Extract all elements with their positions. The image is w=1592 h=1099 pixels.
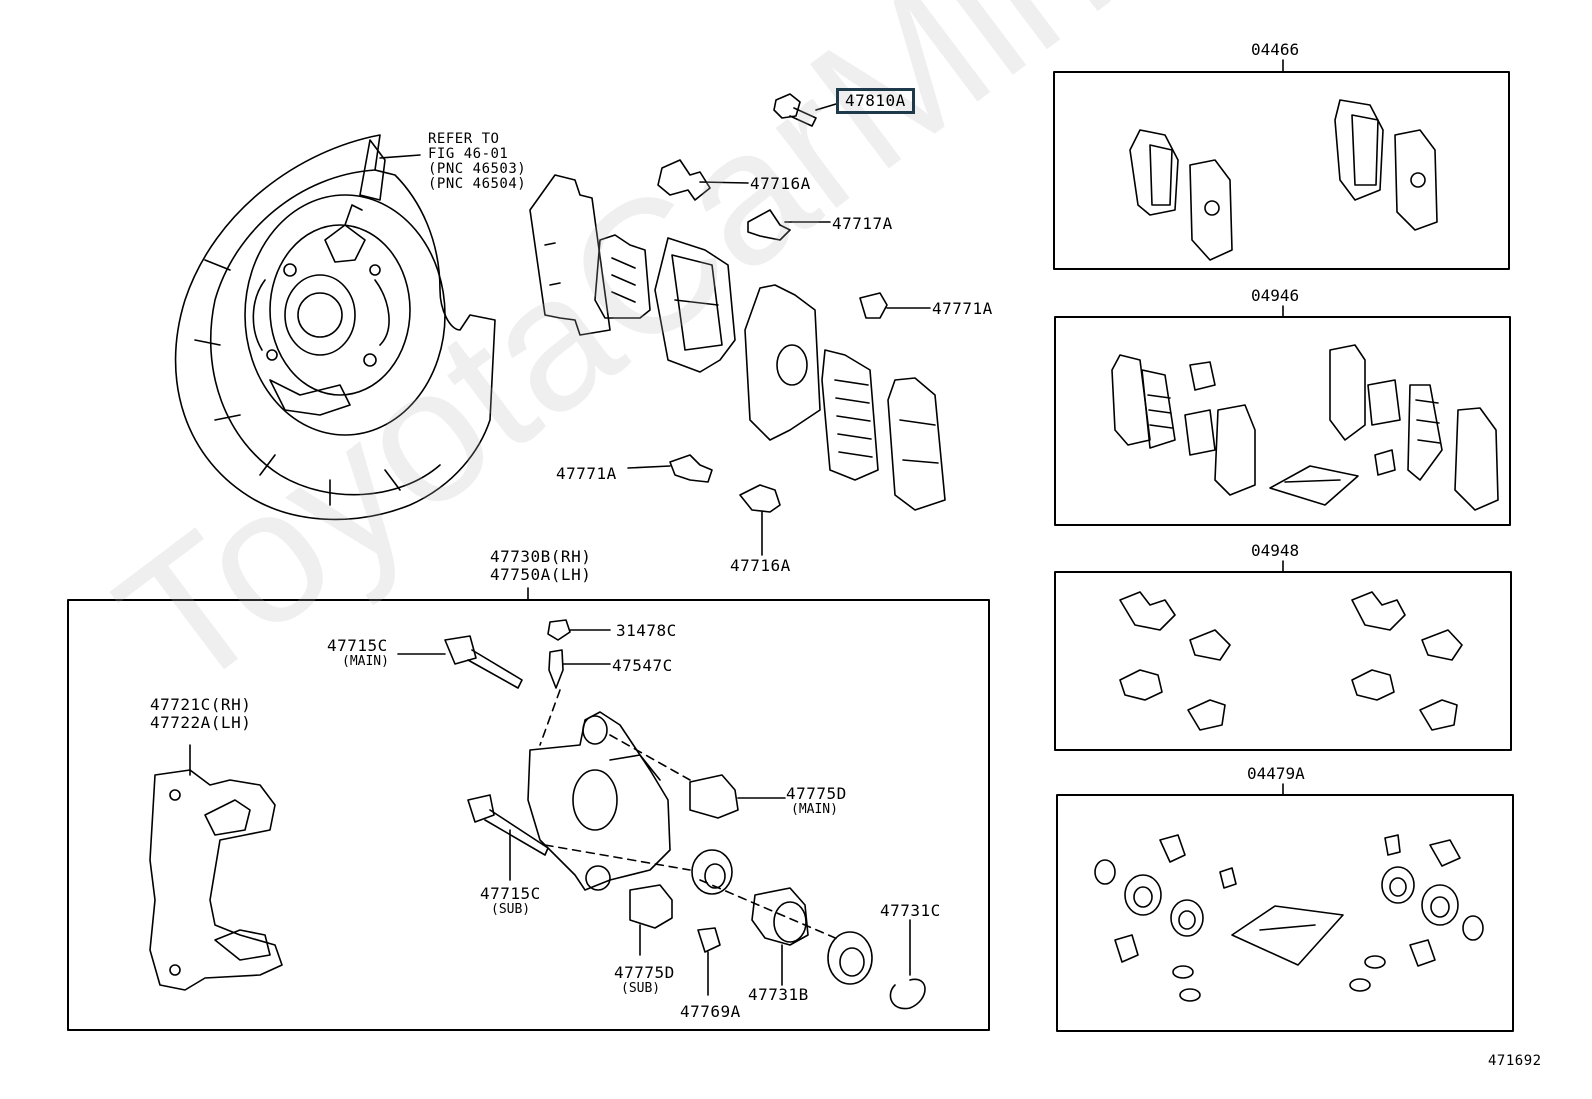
kit-04946-title[interactable]: 04946 <box>1251 286 1300 305</box>
part-47730B-label[interactable]: 47730B(RH) <box>490 547 592 566</box>
part-47717A-label[interactable]: 47717A <box>832 214 893 233</box>
refer-line-4: (PNC 46504) <box>428 176 527 192</box>
kit-04948-title[interactable]: 04948 <box>1251 541 1300 560</box>
part-47771A-right-label[interactable]: 47771A <box>932 299 993 318</box>
kit-04948-drawing <box>1119 591 1463 731</box>
part-47721C-label[interactable]: 47721C(RH) <box>150 695 252 714</box>
brake-pads-drawing <box>529 174 946 511</box>
part-47775D-sub-sub: (SUB) <box>621 981 661 996</box>
part-47731C-label[interactable]: 47731C <box>880 901 941 920</box>
bolt-47810A-drawing <box>773 93 837 127</box>
kit-04479A-title[interactable]: 04479A <box>1247 764 1305 783</box>
figure-number: 471692 <box>1488 1053 1542 1069</box>
refer-line-3: (PNC 46503) <box>428 161 527 177</box>
part-47715C-sub-label[interactable]: 47715C <box>480 884 541 903</box>
part-47750A-label[interactable]: 47750A(LH) <box>490 565 592 584</box>
part-47716A-bottom-label[interactable]: 47716A <box>730 556 791 575</box>
part-47722A-label[interactable]: 47722A(LH) <box>150 713 252 732</box>
caliper-drawing <box>149 619 926 1010</box>
part-47715C-sub-sub: (SUB) <box>491 902 531 917</box>
part-47716A-top-label[interactable]: 47716A <box>750 174 811 193</box>
part-47731B-label[interactable]: 47731B <box>748 985 809 1004</box>
part-47769A-label[interactable]: 47769A <box>680 1002 741 1021</box>
backing-plate-drawing <box>174 134 496 521</box>
part-47547C-label[interactable]: 47547C <box>612 656 673 675</box>
part-31478C-label[interactable]: 31478C <box>616 621 677 640</box>
refer-line-1: REFER TO <box>428 131 500 147</box>
kit-04466-title[interactable]: 04466 <box>1251 40 1300 59</box>
part-47771A-left-label[interactable]: 47771A <box>556 464 617 483</box>
kit-04466-drawing <box>1129 99 1438 261</box>
refer-line-2: FIG 46-01 <box>428 146 509 162</box>
kit-04479A-drawing <box>1094 834 1484 1002</box>
part-47810A-label[interactable]: 47810A <box>836 88 915 114</box>
pad-clips-drawing <box>627 159 931 556</box>
refer-to-label: REFER TO FIG 46-01 (PNC 46503) (PNC 4650… <box>428 132 526 192</box>
part-47775D-sub-label[interactable]: 47775D <box>614 963 675 982</box>
part-47715C-main-sub: (MAIN) <box>342 654 389 669</box>
part-47775D-main-label[interactable]: 47775D <box>786 784 847 803</box>
kit-04946-drawing <box>1111 344 1499 511</box>
part-47775D-main-sub: (MAIN) <box>791 802 838 817</box>
part-47715C-main-label[interactable]: 47715C <box>327 636 388 655</box>
